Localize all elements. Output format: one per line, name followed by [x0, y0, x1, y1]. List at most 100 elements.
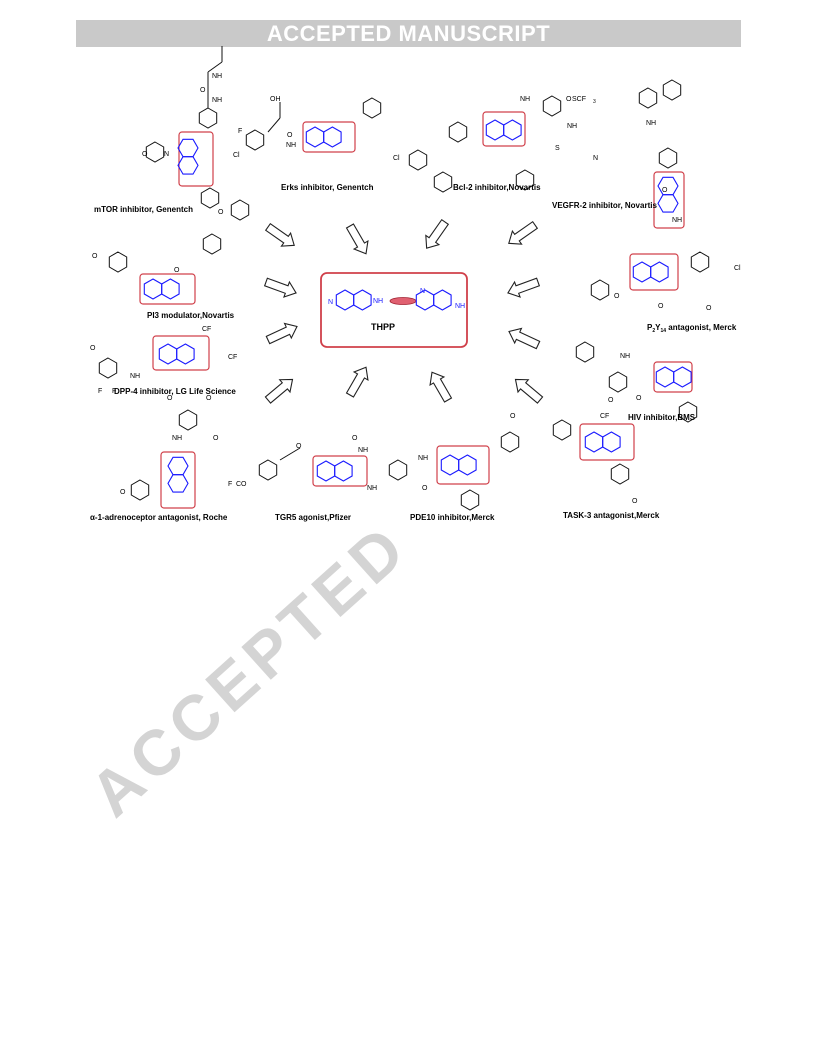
svg-text:O: O	[206, 395, 212, 402]
caption-p2y14: P2Y14 antagonist, Merck	[647, 323, 737, 334]
svg-text:CF: CF	[202, 326, 211, 333]
svg-text:NH: NH	[620, 353, 630, 360]
alpha-molecule: O O NH O O	[120, 395, 219, 509]
svg-text:F: F	[238, 128, 242, 135]
hiv-molecule: NH O O	[575, 341, 698, 423]
caption-dpp4: DPP-4 inhibitor, LG Life Science	[114, 387, 236, 396]
arrow-from-bcl2	[419, 216, 453, 254]
svg-text:N: N	[593, 155, 598, 162]
svg-text:F: F	[112, 388, 116, 395]
caption-alpha: α-1-adrenoceptor antagonist, Roche	[90, 513, 228, 522]
svg-text:O: O	[218, 209, 224, 216]
accepted-manuscript-banner: ACCEPTED MANUSCRIPT	[76, 20, 741, 47]
svg-text:F: F	[228, 481, 232, 488]
svg-text:O: O	[142, 151, 148, 158]
svg-text:N: N	[164, 151, 169, 158]
pi3-molecule: O O	[92, 199, 250, 305]
thpp-right-nh: NH	[455, 303, 465, 310]
svg-text:NH: NH	[172, 435, 182, 442]
arrow-from-pde10	[424, 367, 456, 405]
thpp-center-box	[320, 272, 468, 348]
caption-pi3: PI3 modulator,Novartis	[147, 311, 235, 320]
svg-text:3: 3	[593, 99, 596, 105]
svg-text:O: O	[658, 303, 664, 310]
svg-text:O: O	[706, 305, 712, 312]
svg-text:O: O	[90, 345, 96, 352]
svg-text:O: O	[213, 435, 219, 442]
svg-text:NH: NH	[646, 120, 656, 127]
arrow-from-p2y14	[504, 273, 542, 302]
svg-text:NH: NH	[212, 97, 222, 104]
svg-text:SCF: SCF	[572, 96, 586, 103]
arrow-from-dpp4	[264, 318, 301, 348]
caption-bcl2: Bcl-2 inhibitor,Novartis	[453, 183, 541, 192]
arrow-from-pi3	[262, 273, 300, 302]
svg-text:O: O	[287, 132, 293, 139]
svg-text:O: O	[614, 293, 620, 300]
svg-text:NH: NH	[520, 96, 530, 103]
svg-text:NH: NH	[418, 455, 428, 462]
svg-text:O: O	[422, 485, 428, 492]
svg-text:NH: NH	[567, 123, 577, 130]
bcl2-molecule: Cl NH O SCF 3 NH S N	[393, 95, 598, 193]
svg-text:O: O	[92, 253, 98, 260]
svg-text:F: F	[98, 388, 102, 395]
arrow-from-mtor	[262, 219, 300, 253]
svg-text:O: O	[167, 395, 173, 402]
svg-text:O: O	[662, 187, 668, 194]
svg-text:O: O	[120, 489, 126, 496]
accepted-watermark: ACCEPTED	[76, 520, 421, 820]
svg-text:O: O	[510, 413, 516, 420]
svg-text:S: S	[555, 145, 560, 152]
p2y14-molecule: Cl O O O	[590, 251, 741, 312]
svg-text:Cl: Cl	[393, 155, 400, 162]
watermark-text: ACCEPTED	[76, 520, 421, 820]
caption-erks: Erks inhibitor, Genentch	[281, 183, 374, 192]
caption-tgr5: TGR5 agonist,Pfizer	[275, 513, 351, 522]
svg-text:OH: OH	[270, 96, 281, 103]
caption-vegfr: VEGFR-2 inhibitor, Novartis	[552, 201, 657, 210]
arrow-from-vegfr	[503, 217, 541, 251]
arrow-from-erks	[342, 221, 374, 259]
caption-pde10: PDE10 inhibitor,Merck	[410, 513, 495, 522]
thpp-scaffold-figure: NH N NH N THPP NH O NH O N O mTOR inhibi…	[90, 46, 741, 522]
arrow-from-task3	[509, 372, 546, 407]
dpp4-molecule: O F F NH CF CF	[90, 326, 237, 395]
thpp-label: THPP	[371, 322, 395, 332]
mtor-molecule: NH O NH O N O	[142, 46, 224, 216]
arrow-from-alpha	[262, 372, 299, 407]
svg-text:O: O	[636, 395, 642, 402]
svg-text:CF: CF	[600, 413, 609, 420]
svg-text:O: O	[200, 87, 206, 94]
svg-text:NH: NH	[358, 447, 368, 454]
tgr5-molecule: O F CO O NH NH	[228, 435, 377, 492]
thpp-equivalence-arrow	[389, 297, 417, 305]
svg-text:NH: NH	[130, 373, 140, 380]
svg-text:NH: NH	[672, 217, 682, 224]
svg-text:CF: CF	[228, 354, 237, 361]
caption-task3: TASK-3 antagonist,Merck	[563, 511, 660, 520]
vegfr-molecule: NH O NH	[638, 79, 685, 229]
task3-molecule: CF O	[552, 413, 638, 505]
svg-text:NH: NH	[286, 142, 296, 149]
thpp-left-nh: NH	[373, 298, 383, 305]
svg-text:O: O	[296, 443, 302, 450]
svg-text:O: O	[566, 96, 572, 103]
svg-text:Cl: Cl	[233, 152, 240, 159]
thpp-right-n: N	[420, 288, 425, 295]
svg-text:Cl: Cl	[734, 265, 741, 272]
svg-text:NH: NH	[212, 73, 222, 80]
arrow-from-tgr5	[342, 362, 374, 400]
caption-mtor: mTOR inhibitor, Genentch	[94, 205, 193, 214]
svg-text:O: O	[632, 498, 638, 505]
svg-text:NH: NH	[367, 485, 377, 492]
erks-molecule: OH F Cl O NH	[233, 96, 382, 159]
caption-hiv: HIV inhibitor,BMS	[628, 413, 696, 422]
pde10-molecule: NH O O	[388, 413, 520, 511]
thpp-left-n1: N	[328, 299, 333, 306]
svg-text:O: O	[352, 435, 358, 442]
svg-text:O: O	[608, 397, 614, 404]
svg-text:CO: CO	[236, 481, 247, 488]
svg-text:O: O	[174, 267, 180, 274]
arrow-from-hiv	[505, 323, 542, 353]
